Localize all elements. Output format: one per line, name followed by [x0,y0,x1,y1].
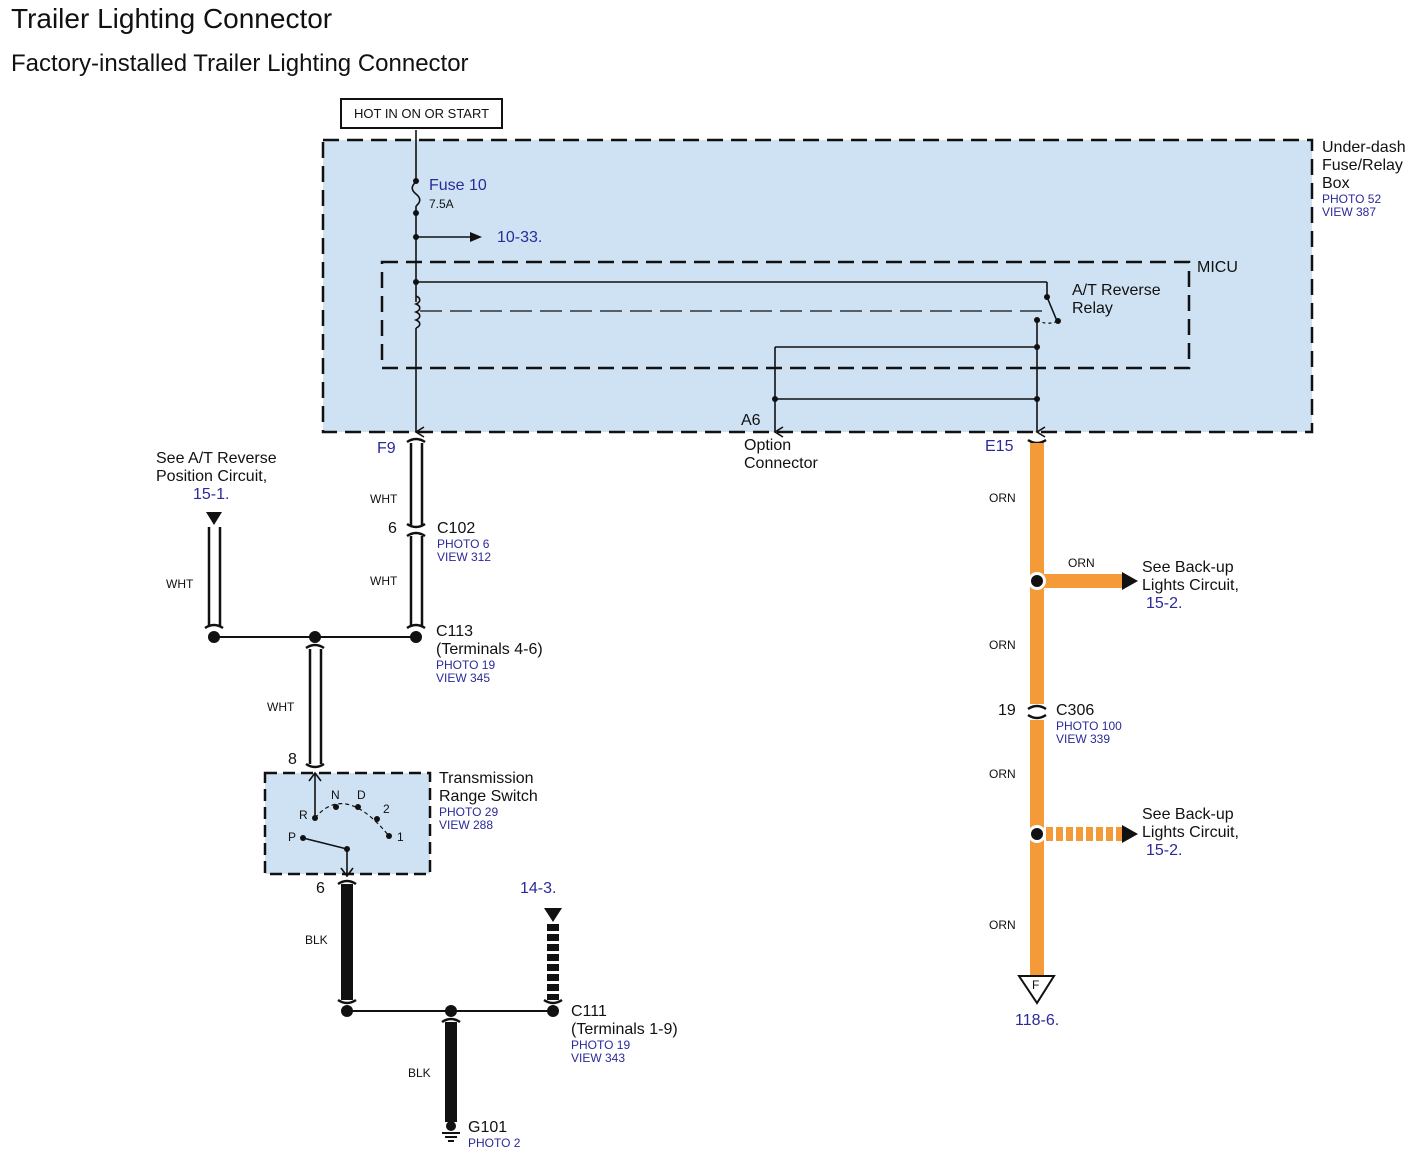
selector-arm [302,837,348,850]
terminal-a6: A6 [741,412,761,429]
position-p: P [288,830,297,844]
terminal-f-triangle-icon [1017,975,1056,1005]
wire-wht-see-reverse [207,527,222,626]
c102-label: C102 PHOTO 6 VIEW 312 [437,520,492,564]
c113-view-link[interactable]: VIEW 345 [436,671,491,685]
wire-color-wht-4: WHT [267,700,295,714]
fuse-relay-box-label: Under-dash Fuse/Relay Box PHOTO 52 VIEW … [1322,139,1406,219]
see-reverse-label: See A/T Reverse Position Circuit, 15-1. [156,450,277,503]
c111-photo-link[interactable]: PHOTO 19 [571,1038,631,1052]
backup-lights-label-1: See Back-up Lights Circuit, 15-2. [1142,559,1239,612]
wire-color-wht-3: WHT [166,577,194,591]
fuse-relay-box [321,138,1314,434]
terminal-e15: E15 [985,438,1014,455]
wire-color-orn-4: ORN [989,918,1016,932]
c113-photo-link[interactable]: PHOTO 19 [436,658,496,672]
ref-15-1-link[interactable]: 15-1. [193,486,230,503]
g101-label: G101 PHOTO 2 [468,1119,521,1150]
position-1: 1 [397,830,404,844]
wire-color-orn-2: ORN [989,638,1016,652]
wire-orn-branch-1 [1044,574,1124,588]
fuse-box-view-link[interactable]: VIEW 387 [1322,205,1377,219]
branch-10-33-arrow-icon [470,232,482,242]
wire-blk-switch-c111 [341,884,353,1000]
power-source-box: HOT IN ON OR START [340,98,504,129]
wire-color-wht-1: WHT [370,492,398,506]
page-subtitle: Factory-installed Trailer Lighting Conne… [11,50,469,77]
selector-arc [314,803,390,837]
relay-coil-icon [413,295,421,329]
transmission-switch-label: Transmission Range Switch PHOTO 29 VIEW … [439,770,538,832]
wire-color-orn-3: ORN [989,767,1016,781]
c306-label: C306 PHOTO 100 VIEW 339 [1056,702,1122,746]
fuse-rating: 7.5A [429,197,454,211]
switch-view-link[interactable]: VIEW 288 [439,818,494,832]
ref-14-3-arrow-icon [544,908,562,922]
micu-label: MICU [1197,259,1238,276]
c113-label: C113 (Terminals 4-6) PHOTO 19 VIEW 345 [436,623,543,685]
c306-pin: 19 [998,702,1016,719]
ref-118-6-link[interactable]: 118-6. [1015,1012,1060,1029]
backup-lights-label-2: See Back-up Lights Circuit, 15-2. [1142,806,1239,859]
branch-1-arrow-icon [1122,572,1138,590]
fuse-box-photo-link[interactable]: PHOTO 52 [1322,192,1382,206]
position-2: 2 [383,802,390,816]
see-reverse-arrow-icon [206,512,222,525]
wire-color-wht-2: WHT [370,574,398,588]
switch-pin-6: 6 [316,880,325,897]
relay-switch-arm [1046,296,1058,322]
g101-photo-link[interactable]: PHOTO 2 [468,1136,521,1150]
fuse-10-label: Fuse 10 [429,177,487,194]
fuse-icon [411,181,421,207]
ref-10-33-link[interactable]: 10-33. [497,229,543,246]
ref-15-2-link-2[interactable]: 15-2. [1146,842,1183,859]
c306-photo-link[interactable]: PHOTO 100 [1056,719,1122,733]
wire-blk-c111-g101 [445,1022,457,1122]
option-connector-label: Option Connector [744,437,818,472]
wire-wht-to-switch [308,649,323,764]
wire-wht-f9-c102 [409,443,424,525]
switch-pin-8: 8 [288,751,297,768]
c111-label: C111 (Terminals 1-9) PHOTO 19 VIEW 343 [571,1003,678,1065]
switch-photo-link[interactable]: PHOTO 29 [439,805,499,819]
wire-color-blk-2: BLK [408,1066,431,1080]
position-n: N [331,788,340,802]
position-r: R [299,808,308,822]
terminal-f9: F9 [377,440,396,457]
c102-view-link[interactable]: VIEW 312 [437,550,492,564]
relay-label: A/T Reverse Relay [1072,282,1161,317]
c306-view-link[interactable]: VIEW 339 [1056,732,1111,746]
terminal-f-letter: F [1032,978,1040,992]
branch-2-arrow-icon [1122,825,1138,843]
position-d: D [357,788,366,802]
wire-wht-c102-c113 [409,536,424,626]
c102-pin: 6 [388,520,397,537]
c306-connector-icon [1027,704,1047,720]
c102-connector-icon [406,522,426,538]
wire-color-orn-branch: ORN [1068,556,1095,570]
ref-14-3-link[interactable]: 14-3. [520,880,557,897]
c111-view-link[interactable]: VIEW 343 [571,1051,626,1065]
wire-color-orn-1: ORN [989,491,1016,505]
wire-color-blk-1: BLK [305,933,328,947]
c102-photo-link[interactable]: PHOTO 6 [437,537,490,551]
ground-icon [442,1121,460,1142]
ref-15-2-link-1[interactable]: 15-2. [1146,595,1183,612]
page-title: Trailer Lighting Connector [11,3,333,34]
